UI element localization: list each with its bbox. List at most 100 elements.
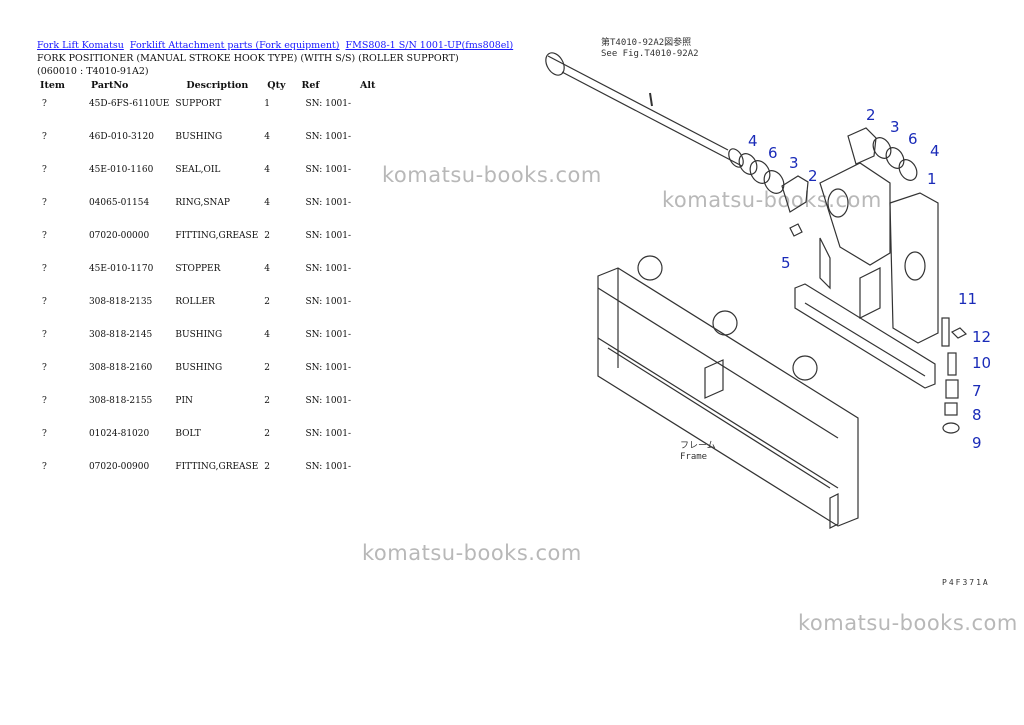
cell-partno: 308-818-2145 (88, 330, 153, 340)
callout-label: 12 (972, 328, 992, 346)
callout-label: 2 (808, 167, 818, 185)
cell-description: RING,SNAP (175, 198, 230, 208)
cell-ref: SN: 1001- (305, 198, 352, 208)
callout-label: 3 (890, 118, 900, 136)
cell-item: ? (42, 429, 47, 439)
cell-alt (354, 290, 381, 323)
cell-partno: 45D-6FS-6110UE (88, 99, 170, 109)
cell-qty: 4 (264, 330, 271, 340)
cell-qty: 2 (264, 363, 271, 373)
watermark: komatsu-books.com (798, 611, 1018, 635)
cell-ref: SN: 1001- (305, 132, 352, 142)
callout-label: 1 (927, 170, 937, 188)
breadcrumb-link-fork-lift[interactable]: Fork Lift Komatsu (37, 40, 124, 51)
cell-partno: 308-818-2160 (88, 363, 153, 373)
cell-qty: 4 (264, 165, 271, 175)
watermark: komatsu-books.com (382, 163, 602, 187)
watermark: komatsu-books.com (362, 541, 582, 565)
figure-reference-note: 第T4010-92A2図参照 See Fig.T4010-92A2 (601, 38, 699, 60)
cell-alt (354, 92, 381, 125)
cell-ref: SN: 1001- (305, 99, 352, 109)
cell-item: ? (42, 462, 47, 472)
cell-ref: SN: 1001- (305, 363, 352, 373)
cell-qty: 4 (264, 132, 271, 142)
ring-set-right (847, 127, 918, 181)
cell-qty: 2 (264, 462, 271, 472)
table-row: ? 45E-010-1170 STOPPER 4 SN: 1001- (34, 257, 381, 290)
cell-ref: SN: 1001- (305, 396, 352, 406)
cell-alt (354, 389, 381, 422)
cell-partno: 07020-00000 (88, 231, 150, 241)
callout-label: 8 (972, 406, 982, 424)
cell-qty: 4 (264, 198, 271, 208)
cell-item: ? (42, 363, 47, 373)
cell-alt (354, 356, 381, 389)
cell-alt (354, 455, 381, 482)
support-bracket (819, 162, 939, 344)
frame (597, 255, 859, 529)
cell-qty: 2 (264, 429, 271, 439)
cell-partno: 45E-010-1160 (88, 165, 154, 175)
cell-partno: 01024-81020 (88, 429, 150, 439)
breadcrumb-link-model[interactable]: FMS808-1 S/N 1001-UP(fms808el) (345, 40, 514, 51)
cell-description: BOLT (175, 429, 201, 439)
frame-label-jp: フレーム (680, 441, 716, 451)
cell-description: STOPPER (175, 264, 221, 274)
col-alt: Alt (360, 79, 376, 91)
parts-table: Item PartNo Description Qty Ref Alt ?45D… (34, 78, 381, 482)
cell-alt (354, 422, 381, 455)
col-partno: PartNo (90, 79, 129, 91)
page-title: FORK POSITIONER (MANUAL STROKE HOOK TYPE… (37, 53, 459, 77)
cell-alt (354, 257, 381, 290)
cell-ref: SN: 1001- (305, 231, 352, 241)
cell-alt (354, 158, 381, 191)
col-item: Item (40, 79, 65, 91)
cell-item: ? (42, 297, 47, 307)
cell-item: ? (42, 264, 47, 274)
table-row: ? 01024-81020 BOLT 2 SN: 1001- (34, 422, 381, 455)
col-description: Description (186, 79, 249, 91)
cell-ref: SN: 1001- (305, 264, 352, 274)
cell-partno: 46D-010-3120 (88, 132, 154, 142)
breadcrumb: Fork Lift Komatsu Forklift Attachment pa… (37, 40, 516, 51)
cell-item: ? (42, 396, 47, 406)
cell-alt (354, 323, 381, 356)
cell-qty: 2 (264, 396, 271, 406)
callout-label: 2 (866, 106, 876, 124)
cell-partno: 308-818-2155 (88, 396, 153, 406)
cell-item: ? (42, 231, 47, 241)
table-header-row: Item PartNo Description Qty Ref Alt (34, 78, 381, 92)
cell-qty: 4 (264, 264, 271, 274)
diagram-drawing (545, 52, 968, 529)
cell-partno: 45E-010-1170 (88, 264, 154, 274)
callout-label: 11 (958, 290, 978, 308)
cell-item: ? (42, 330, 47, 340)
breadcrumb-link-attachment-parts[interactable]: Forklift Attachment parts (Fork equipmen… (129, 40, 340, 51)
cell-ref: SN: 1001- (305, 429, 352, 439)
cell-description: ROLLER (175, 297, 215, 307)
callout-label: 6 (908, 130, 918, 148)
frame-label: フレーム Frame (680, 441, 716, 463)
cell-alt (354, 125, 381, 158)
callout-label: 4 (748, 132, 758, 150)
cell-item: ? (42, 132, 47, 142)
cell-description: FITTING,GREASE (175, 462, 259, 472)
cell-partno: 04065-01154 (88, 198, 150, 208)
cell-partno: 308-818-2135 (88, 297, 153, 307)
col-ref: Ref (301, 79, 320, 91)
roller-support-plate (794, 283, 936, 389)
callout-label: 5 (781, 254, 791, 272)
cell-ref: SN: 1001- (305, 297, 352, 307)
figure-code: P4F371A (942, 578, 990, 587)
cell-description: PIN (175, 396, 193, 406)
cell-description: SEAL,OIL (175, 165, 221, 175)
cell-item: ? (42, 165, 47, 175)
exploded-parts-diagram (520, 28, 1020, 588)
